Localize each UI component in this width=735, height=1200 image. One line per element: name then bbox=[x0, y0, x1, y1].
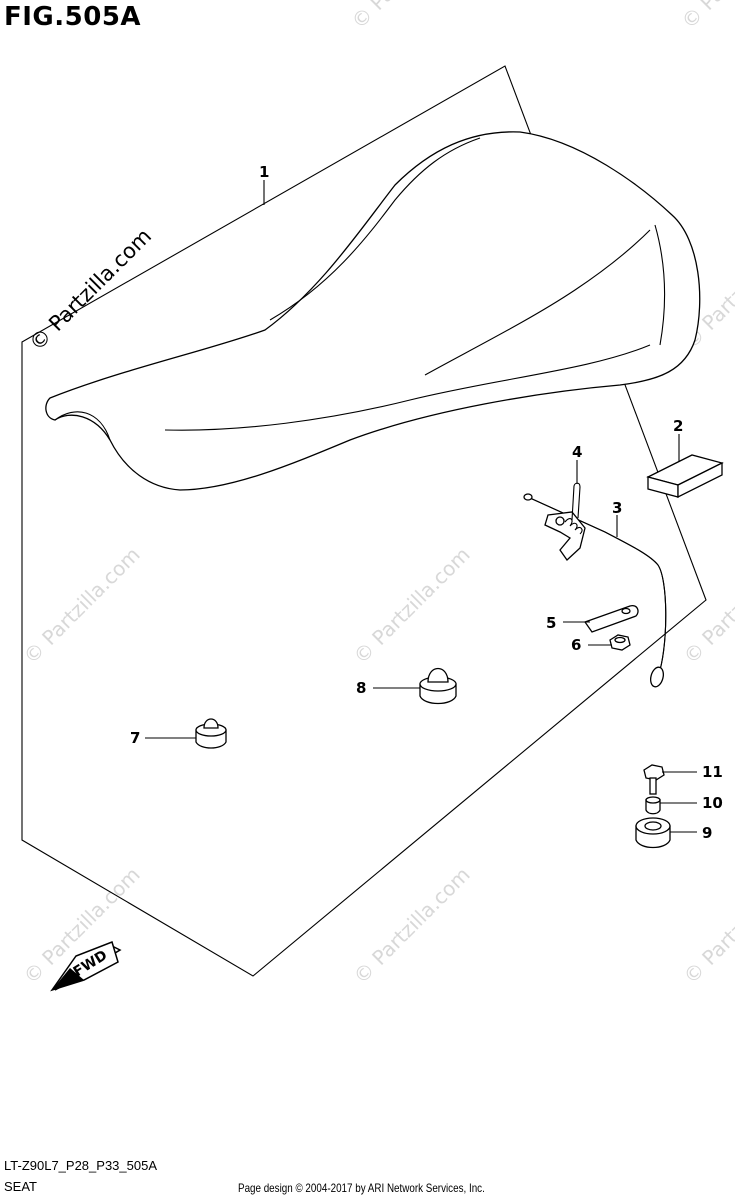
label-pad-part[interactable] bbox=[646, 454, 724, 499]
callout-10: 10 bbox=[702, 794, 723, 812]
bolt-part[interactable] bbox=[643, 764, 665, 795]
callout-2: 2 bbox=[673, 417, 683, 435]
cushion-part-7[interactable] bbox=[195, 718, 227, 749]
callout-labels: 1 2 3 4 5 6 7 8 9 10 11 bbox=[130, 163, 723, 842]
watermark: © Partzilla.com bbox=[679, 862, 735, 988]
watermark: © Partzilla.com bbox=[347, 0, 473, 34]
callout-4: 4 bbox=[572, 443, 582, 461]
callout-6: 6 bbox=[571, 636, 581, 654]
watermark: © Partzilla.com bbox=[19, 542, 145, 668]
nut-part[interactable] bbox=[609, 634, 631, 651]
callout-3: 3 bbox=[612, 499, 622, 517]
lock-rod-part[interactable] bbox=[523, 493, 667, 688]
callout-9: 9 bbox=[702, 824, 712, 842]
watermark: © Partzilla.com bbox=[679, 542, 735, 668]
figure-name: SEAT bbox=[4, 1179, 37, 1194]
callout-11: 11 bbox=[702, 763, 723, 781]
figure-code: LT-Z90L7_P28_P33_505A bbox=[4, 1158, 157, 1173]
seat-part[interactable] bbox=[45, 131, 701, 491]
watermark-dark: © Partzilla.com bbox=[25, 224, 157, 356]
cushion-part-9[interactable] bbox=[635, 817, 671, 849]
cushion-part-8[interactable] bbox=[419, 667, 457, 705]
copyright-footer: Page design © 2004-2017 by ARI Network S… bbox=[238, 1181, 485, 1195]
callout-7: 7 bbox=[130, 729, 140, 747]
callout-8: 8 bbox=[356, 679, 366, 697]
watermark: © Partzilla.com bbox=[677, 0, 735, 34]
callout-5: 5 bbox=[546, 614, 556, 632]
collar-part[interactable] bbox=[645, 796, 661, 815]
watermark-layer: © Partzilla.com © Partzilla.com © Partzi… bbox=[19, 0, 735, 989]
figure-title: FIG.505A bbox=[4, 2, 142, 32]
watermark: © Partzilla.com bbox=[349, 542, 475, 668]
plate-part[interactable] bbox=[583, 605, 639, 633]
assembly-outline bbox=[21, 65, 707, 977]
leader-lines bbox=[145, 180, 697, 833]
callout-1: 1 bbox=[259, 163, 269, 181]
